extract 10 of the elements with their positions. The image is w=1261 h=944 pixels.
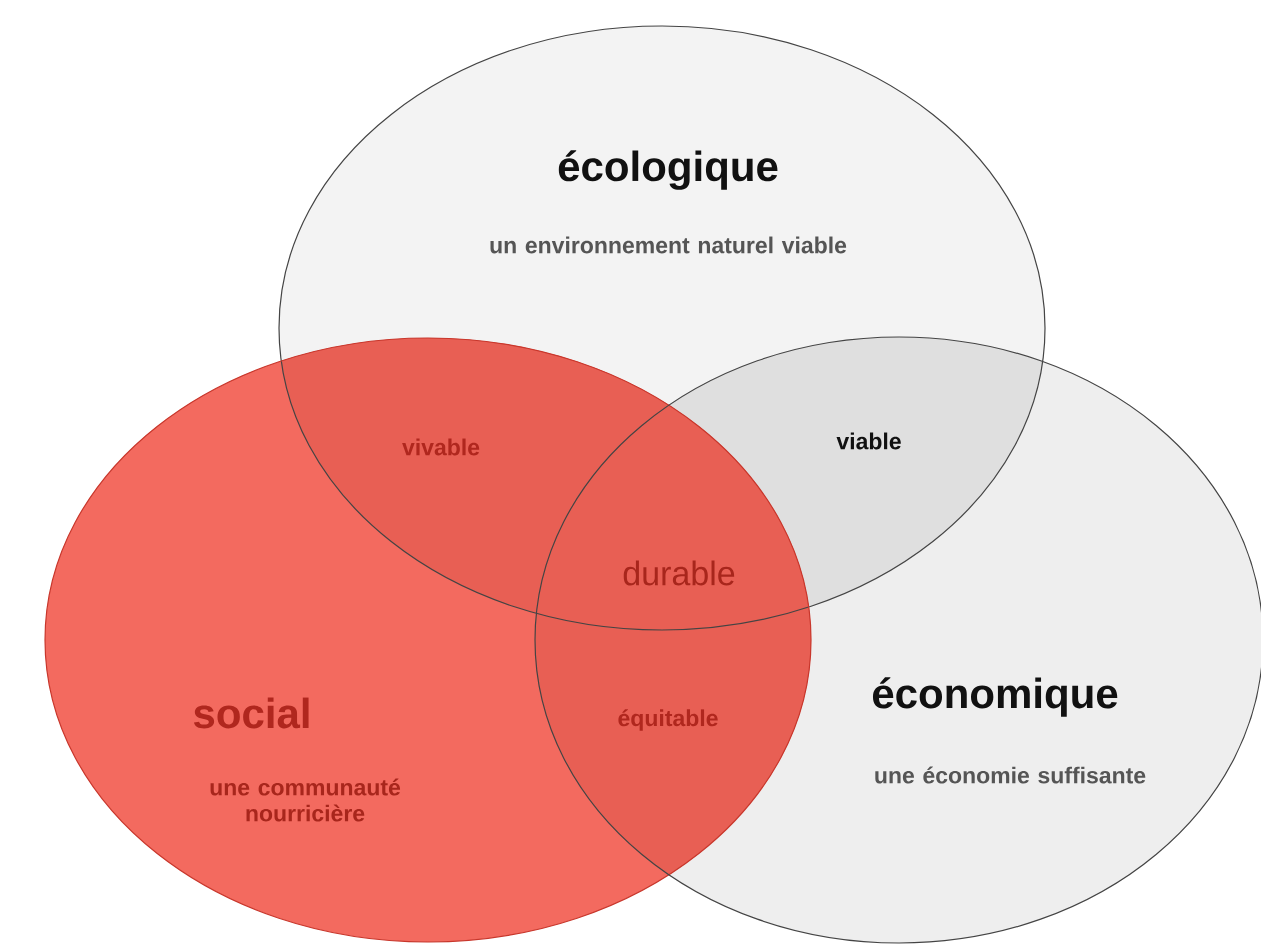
subtitle: une communauté nourricière [210,778,401,822]
overlap-label: équitable [618,709,718,731]
overlap-label: vivable [402,438,480,456]
subtitle: un environnement naturel viable [490,236,847,254]
overlap-label: durable [623,560,735,586]
overlap-label: viable [836,432,901,450]
heading: social [193,697,309,729]
heading: économique [872,677,1118,717]
heading: écologique [558,150,778,190]
subtitle: une économie suffisante [875,766,1146,784]
